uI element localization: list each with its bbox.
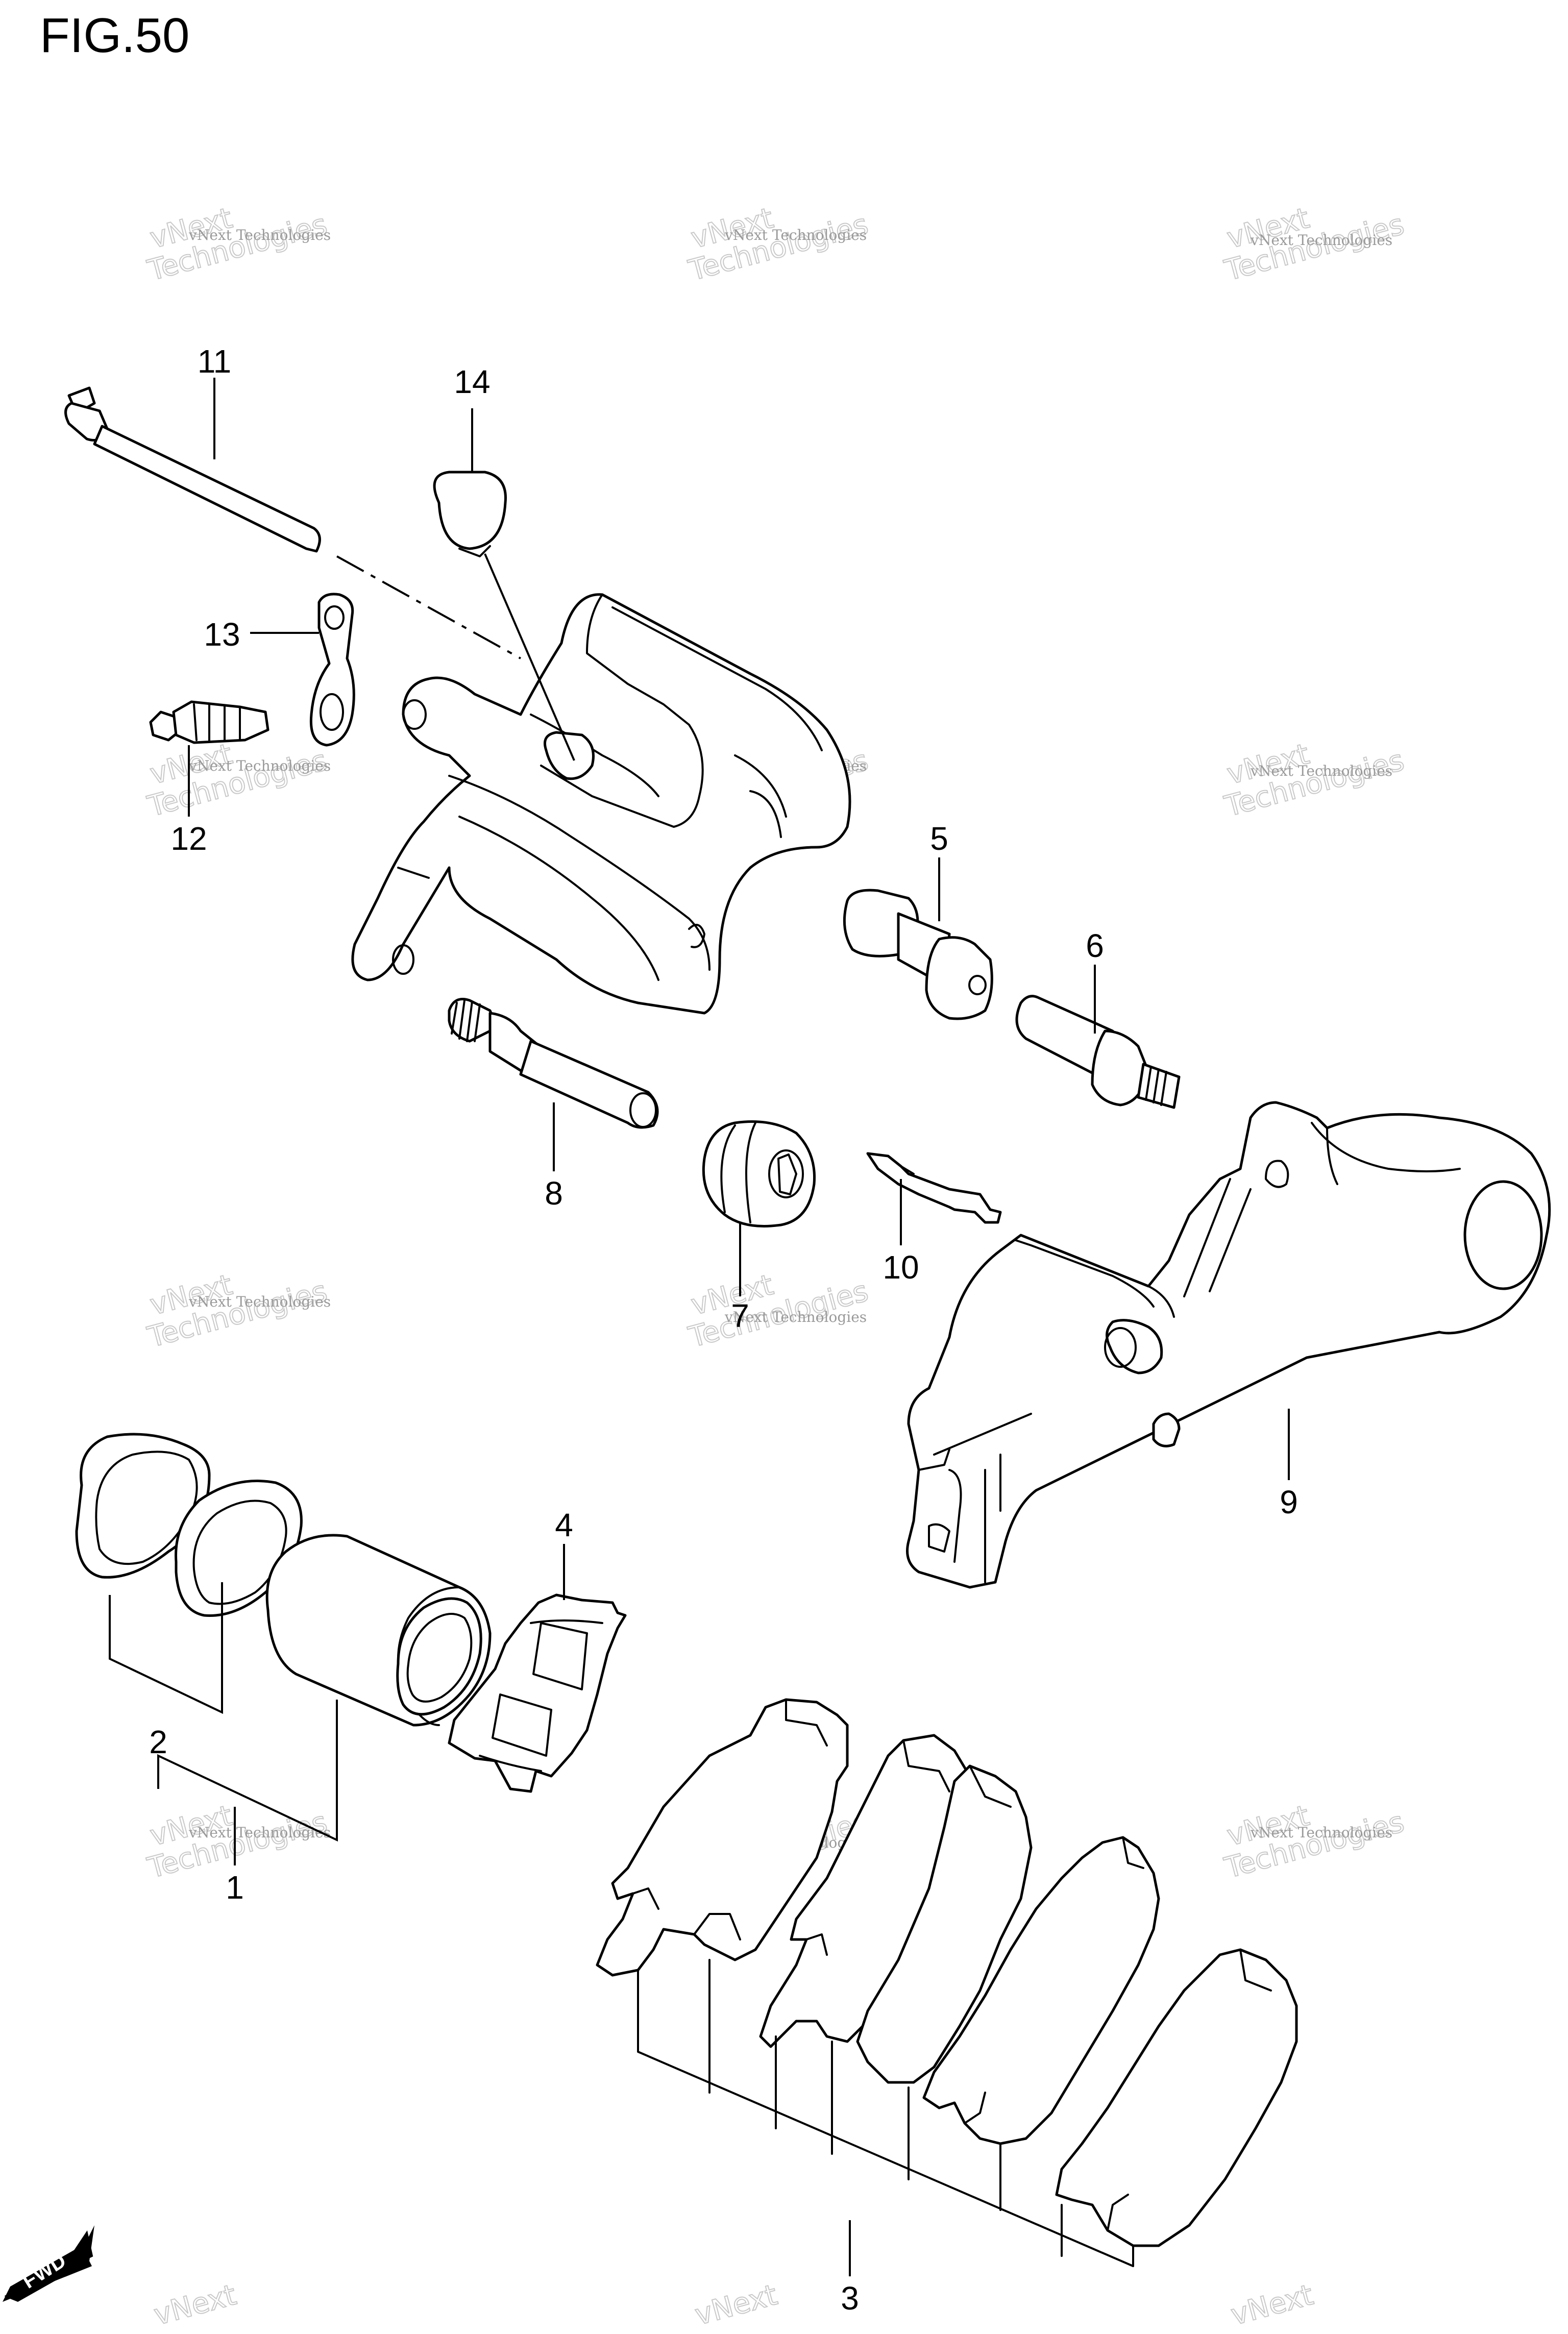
part-5-sleeve xyxy=(843,889,993,1020)
watermark-text: vNext Technologies xyxy=(188,757,331,774)
callout-6: 6 xyxy=(1086,927,1104,964)
callout-labels: 11 14 13 12 5 6 8 7 10 9 4 2 1 3 xyxy=(149,343,1298,2317)
callout-10: 10 xyxy=(883,1249,919,1286)
watermark: vNext xyxy=(150,2278,240,2332)
part-3-brake-pads xyxy=(596,1698,1298,2267)
callout-12: 12 xyxy=(170,820,207,857)
watermark-text: vNext Technologies xyxy=(1250,232,1392,249)
callout-8: 8 xyxy=(545,1175,563,1212)
callout-3: 3 xyxy=(841,2280,859,2317)
svg-text:vNext: vNext xyxy=(1228,2278,1317,2332)
callout-14: 14 xyxy=(454,363,490,400)
part-12-bleeder-valve xyxy=(149,700,270,744)
watermark: vNext Technologies xyxy=(684,1268,872,1355)
part-6-bolt xyxy=(1015,995,1181,1109)
part-9-caliper-bracket xyxy=(906,1101,1551,1589)
watermark-text: vNext Technologies xyxy=(188,227,331,243)
watermark-text: vNext Technologies xyxy=(724,1309,867,1325)
callout-2: 2 xyxy=(149,1724,167,1760)
fwd-direction-badge: FWD xyxy=(3,2225,94,2302)
callout-7: 7 xyxy=(731,1297,749,1334)
figure-title: FIG.50 xyxy=(40,8,189,63)
watermark-text: vNext Technologies xyxy=(1250,1824,1392,1841)
watermark-text: vNext Technologies xyxy=(724,227,867,243)
callout-5: 5 xyxy=(930,820,948,857)
watermark-text: vNext Technologies xyxy=(188,1293,331,1310)
callout-1: 1 xyxy=(226,1869,244,1906)
caliper-body xyxy=(351,593,851,1015)
watermark-text: vNext Technologies xyxy=(1250,763,1392,779)
part-14-cap xyxy=(433,471,507,557)
callout-13: 13 xyxy=(204,616,240,653)
part-4-pad-shim xyxy=(448,1593,627,1793)
part-1-piston xyxy=(265,1534,492,1727)
part-8-slide-pin xyxy=(448,998,659,1129)
part-11-caliper-pin xyxy=(64,386,521,659)
callout-9: 9 xyxy=(1280,1484,1298,1520)
watermark: vNext xyxy=(691,2278,781,2332)
callout-11: 11 xyxy=(198,343,231,380)
leader-lines xyxy=(109,378,1290,2276)
part-13-bleeder-link xyxy=(309,593,355,747)
part-7-boot xyxy=(702,1120,816,1227)
svg-text:vNext: vNext xyxy=(692,2278,781,2332)
watermark: vNext xyxy=(1227,2278,1317,2332)
part-10-pad-spring xyxy=(866,1152,1002,1224)
callout-4: 4 xyxy=(555,1507,573,1543)
svg-text:vNext: vNext xyxy=(151,2278,240,2332)
